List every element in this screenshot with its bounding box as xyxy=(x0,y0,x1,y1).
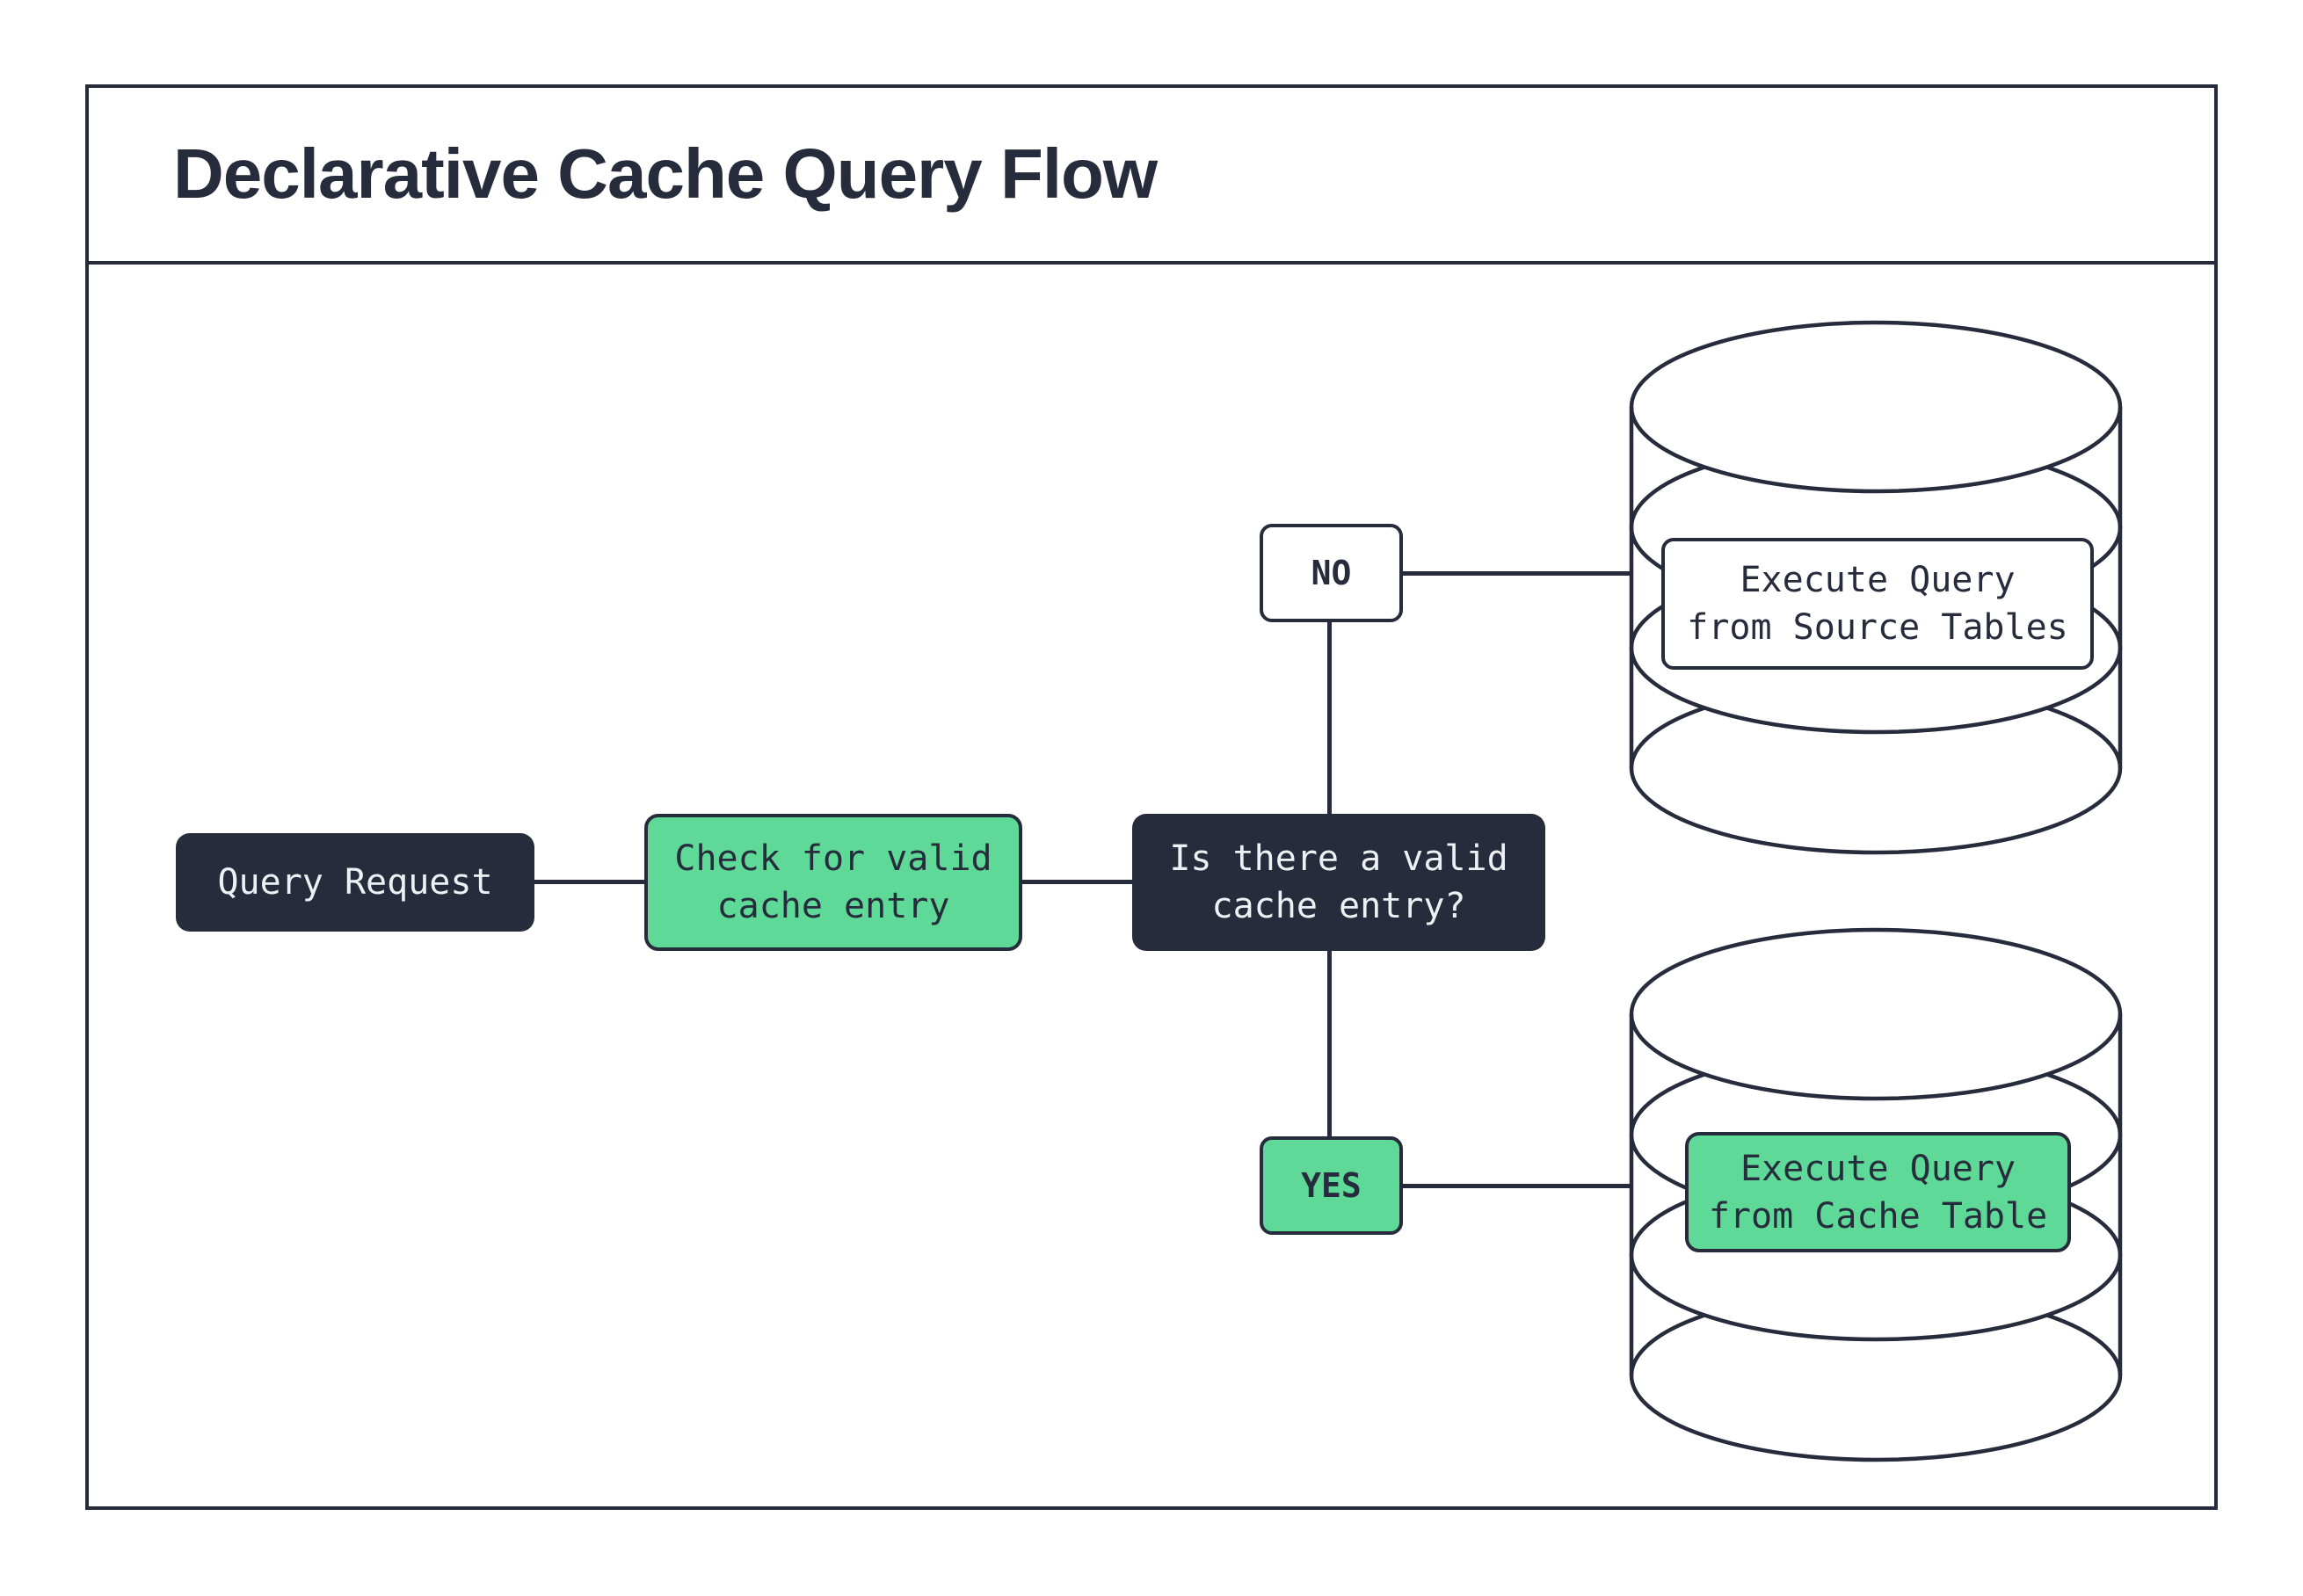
check-cache-node: Check for valid cache entry xyxy=(644,814,1022,951)
yes-label: YES xyxy=(1301,1166,1362,1205)
page-title: Declarative Cache Query Flow xyxy=(173,134,1158,213)
connector-no-to-source-db xyxy=(1403,571,1631,576)
decision-node: Is there a valid cache entry? xyxy=(1132,814,1545,951)
query-request-label: Query Request xyxy=(217,862,493,903)
no-badge: NO xyxy=(1260,524,1403,622)
no-label: NO xyxy=(1311,554,1352,592)
yes-badge: YES xyxy=(1260,1136,1403,1235)
execute-cache-node: Execute Query from Cache Table xyxy=(1685,1132,2071,1252)
connector-yes-to-cache-db xyxy=(1403,1184,1631,1188)
execute-cache-label: Execute Query from Cache Table xyxy=(1708,1148,2048,1237)
connector-decision-to-no xyxy=(1327,621,1332,816)
header-divider xyxy=(85,261,2218,265)
query-request-node: Query Request xyxy=(176,833,534,932)
connector-request-to-check xyxy=(534,880,644,884)
connector-check-to-decision xyxy=(1022,880,1132,884)
decision-label: Is there a valid cache entry? xyxy=(1169,838,1508,926)
diagram-frame xyxy=(85,84,2218,1510)
connector-decision-to-yes xyxy=(1327,949,1332,1138)
execute-source-node: Execute Query from Source Tables xyxy=(1661,538,2094,670)
execute-source-label: Execute Query from Source Tables xyxy=(1687,560,2068,648)
check-cache-label: Check for valid cache entry xyxy=(674,838,992,926)
